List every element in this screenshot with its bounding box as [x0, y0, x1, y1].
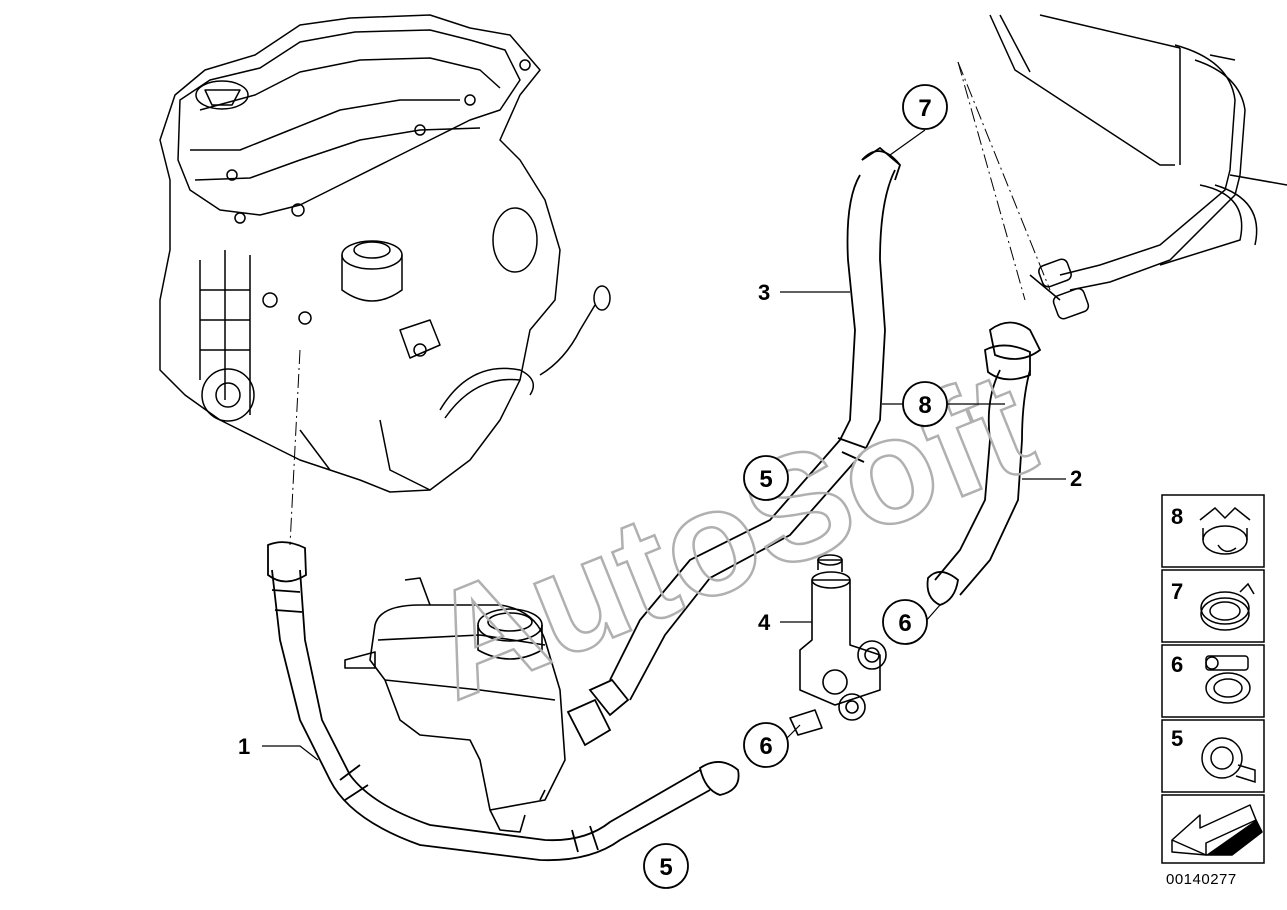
callout-label-2: 2	[1070, 466, 1082, 491]
heater-core	[989, 14, 1287, 320]
hose-clip-icon	[1201, 737, 1256, 784]
direction-arrow-icon	[1171, 804, 1263, 856]
legend-row-5: 5	[1161, 719, 1265, 793]
hose-1	[267, 541, 740, 862]
hose-2	[926, 321, 1042, 606]
leader-lines	[289, 61, 1051, 546]
circled-callout-8: 8	[882, 381, 1005, 427]
parts-legend: 8 7 6	[1161, 494, 1265, 864]
callout-3: 3	[758, 280, 850, 305]
circled-callout-6-right: 6	[882, 599, 941, 645]
worm-clamp-icon	[1205, 655, 1251, 704]
engine-block	[159, 14, 611, 493]
callout-1: 1	[238, 734, 319, 761]
circled-label-5-upper: 5	[759, 466, 772, 493]
legend-label-8: 8	[1171, 504, 1183, 529]
circled-label-7: 7	[918, 95, 931, 122]
circled-label-6-right: 6	[898, 610, 911, 637]
valve-4	[789, 554, 887, 736]
callout-4: 4	[758, 610, 812, 635]
callout-label-1: 1	[238, 734, 250, 759]
hose-clamp-icon	[1200, 582, 1255, 631]
legend-row-7: 7	[1161, 569, 1265, 643]
circled-label-8: 8	[918, 392, 931, 419]
callout-label-3: 3	[758, 280, 770, 305]
expansion-tank	[344, 577, 566, 833]
legend-label-7: 7	[1171, 579, 1183, 604]
diagram-number: 00140277	[1166, 871, 1237, 888]
spring-band-clamp-icon	[1199, 506, 1251, 555]
hose-3	[566, 146, 902, 747]
callout-label-4: 4	[758, 610, 771, 635]
circled-callout-5-bottom: 5	[643, 843, 689, 889]
callout-2: 2	[1022, 466, 1082, 491]
legend-row-6: 6	[1161, 644, 1265, 718]
watermark-text: AutoSoft	[404, 338, 1054, 731]
circled-label-6-lower: 6	[759, 733, 772, 760]
legend-row-arrow	[1161, 794, 1265, 864]
circled-callout-6-lower: 6	[743, 722, 801, 768]
circled-callout-5-upper: 5	[743, 455, 789, 501]
legend-row-8: 8	[1161, 494, 1265, 568]
legend-label-5: 5	[1171, 726, 1183, 751]
circled-label-5-bottom: 5	[659, 854, 672, 881]
legend-label-6: 6	[1171, 652, 1183, 677]
circled-callout-7: 7	[889, 84, 948, 156]
